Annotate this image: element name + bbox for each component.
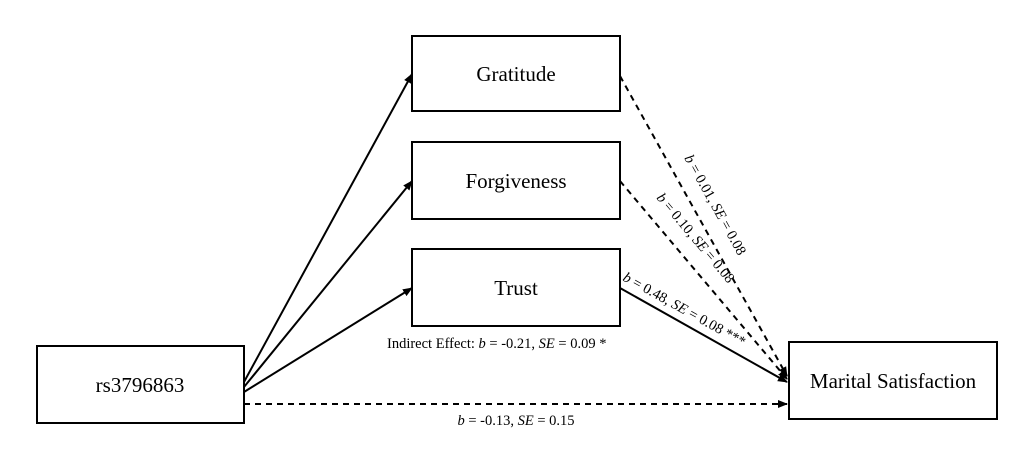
path-predictor-to-gratitude xyxy=(243,73,413,383)
path-trust-to-outcome xyxy=(619,287,788,383)
node-gratitude-label: Gratitude xyxy=(476,62,555,86)
path-predictor-to-forgiveness xyxy=(243,180,413,388)
node-trust-label: Trust xyxy=(494,276,538,300)
node-predictor: rs3796863 xyxy=(36,345,245,424)
path-gratitude-to-outcome xyxy=(619,75,788,377)
path-predictor-to-trust xyxy=(243,287,413,393)
node-outcome: Marital Satisfaction xyxy=(788,341,998,420)
node-trust: Trust xyxy=(411,248,621,327)
label-direct-effect: b = -0.13, SE = 0.15 xyxy=(457,413,574,429)
node-gratitude: Gratitude xyxy=(411,35,621,112)
node-forgiveness: Forgiveness xyxy=(411,141,621,220)
label-indirect-effect: Indirect Effect: b = -0.21, SE = 0.09 * xyxy=(387,336,606,352)
node-predictor-label: rs3796863 xyxy=(96,373,185,397)
node-forgiveness-label: Forgiveness xyxy=(465,169,566,193)
node-outcome-label: Marital Satisfaction xyxy=(810,369,977,393)
